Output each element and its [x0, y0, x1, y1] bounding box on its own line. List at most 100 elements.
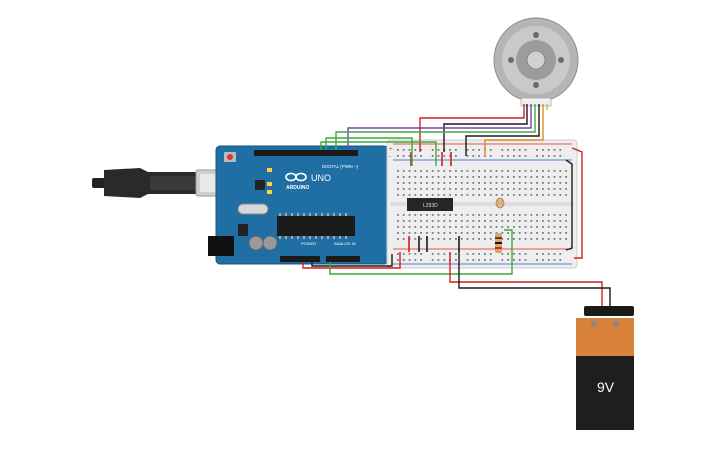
breadboard-hole[interactable]: [455, 194, 457, 196]
breadboard-hole[interactable]: [489, 188, 492, 190]
breadboard-hole[interactable]: [397, 188, 399, 190]
breadboard-hole[interactable]: [420, 232, 422, 234]
breadboard-hole[interactable]: [437, 176, 440, 178]
breadboard-hole[interactable]: [547, 226, 550, 228]
breadboard-hole[interactable]: [495, 226, 498, 228]
breadboard-hole[interactable]: [542, 238, 544, 240]
rail-hole[interactable]: [559, 149, 562, 151]
breadboard-hole[interactable]: [437, 226, 440, 228]
breadboard-hole[interactable]: [420, 188, 422, 190]
breadboard-hole[interactable]: [530, 188, 533, 190]
rail-hole[interactable]: [466, 149, 469, 151]
breadboard-hole[interactable]: [495, 170, 498, 172]
rail-hole[interactable]: [536, 253, 538, 255]
breadboard-hole[interactable]: [501, 214, 504, 216]
breadboard-hole[interactable]: [559, 182, 562, 184]
breadboard[interactable]: + -: [386, 139, 578, 269]
rail-hole[interactable]: [524, 155, 527, 157]
breadboard-hole[interactable]: [402, 188, 405, 190]
breadboard-hole[interactable]: [559, 226, 562, 228]
breadboard-hole[interactable]: [536, 182, 538, 184]
breadboard-hole[interactable]: [455, 220, 457, 222]
rail-hole[interactable]: [402, 149, 405, 151]
rail-hole[interactable]: [536, 259, 538, 261]
breadboard-hole[interactable]: [547, 214, 550, 216]
breadboard-hole[interactable]: [472, 194, 475, 196]
breadboard-hole[interactable]: [495, 220, 498, 222]
rail-hole[interactable]: [524, 259, 527, 261]
breadboard-hole[interactable]: [397, 194, 399, 196]
breadboard-hole[interactable]: [408, 194, 411, 196]
breadboard-hole[interactable]: [489, 176, 492, 178]
breadboard-hole[interactable]: [466, 238, 469, 240]
breadboard-hole[interactable]: [518, 226, 521, 228]
breadboard-hole[interactable]: [455, 176, 457, 178]
breadboard-hole[interactable]: [553, 182, 556, 184]
breadboard-hole[interactable]: [530, 176, 533, 178]
rail-hole[interactable]: [449, 155, 451, 157]
breadboard-hole[interactable]: [524, 182, 527, 184]
breadboard-hole[interactable]: [431, 170, 434, 172]
breadboard-hole[interactable]: [536, 238, 538, 240]
rail-hole[interactable]: [402, 155, 405, 157]
breadboard-hole[interactable]: [530, 214, 533, 216]
photoresistor[interactable]: [495, 197, 505, 209]
rail-hole[interactable]: [397, 259, 399, 261]
breadboard-hole[interactable]: [466, 170, 469, 172]
breadboard-hole[interactable]: [530, 238, 533, 240]
rail-hole[interactable]: [408, 259, 411, 261]
rail-hole[interactable]: [397, 155, 399, 157]
breadboard-hole[interactable]: [466, 194, 469, 196]
breadboard-hole[interactable]: [524, 220, 527, 222]
breadboard-hole[interactable]: [553, 194, 556, 196]
breadboard-hole[interactable]: [484, 176, 486, 178]
breadboard-hole[interactable]: [536, 176, 538, 178]
breadboard-hole[interactable]: [484, 194, 486, 196]
breadboard-hole[interactable]: [472, 226, 475, 228]
breadboard-hole[interactable]: [495, 182, 498, 184]
breadboard-hole[interactable]: [501, 238, 504, 240]
breadboard-hole[interactable]: [553, 226, 556, 228]
breadboard-hole[interactable]: [443, 182, 446, 184]
breadboard-hole[interactable]: [437, 188, 440, 190]
breadboard-hole[interactable]: [478, 232, 480, 234]
breadboard-hole[interactable]: [466, 214, 469, 216]
breadboard-hole[interactable]: [449, 226, 451, 228]
breadboard-hole[interactable]: [431, 182, 434, 184]
breadboard-hole[interactable]: [507, 176, 509, 178]
rail-hole[interactable]: [408, 155, 411, 157]
breadboard-hole[interactable]: [466, 226, 469, 228]
breadboard-hole[interactable]: [420, 214, 422, 216]
breadboard-hole[interactable]: [547, 232, 550, 234]
breadboard-hole[interactable]: [437, 194, 440, 196]
rail-hole[interactable]: [513, 149, 515, 151]
rail-hole[interactable]: [420, 155, 422, 157]
rail-hole[interactable]: [547, 259, 550, 261]
rail-hole[interactable]: [513, 253, 515, 255]
breadboard-hole[interactable]: [402, 170, 405, 172]
breadboard-hole[interactable]: [431, 238, 434, 240]
rail-hole[interactable]: [449, 149, 451, 151]
breadboard-hole[interactable]: [565, 220, 567, 222]
breadboard-hole[interactable]: [466, 176, 469, 178]
breadboard-hole[interactable]: [472, 182, 475, 184]
breadboard-hole[interactable]: [449, 238, 451, 240]
breadboard-hole[interactable]: [420, 194, 422, 196]
rail-hole[interactable]: [484, 259, 486, 261]
rail-hole[interactable]: [472, 155, 475, 157]
breadboard-hole[interactable]: [507, 238, 509, 240]
breadboard-hole[interactable]: [495, 232, 498, 234]
breadboard-hole[interactable]: [524, 188, 527, 190]
rail-hole[interactable]: [507, 259, 509, 261]
breadboard-hole[interactable]: [484, 170, 486, 172]
breadboard-hole[interactable]: [397, 176, 399, 178]
rail-hole[interactable]: [501, 149, 504, 151]
rail-hole[interactable]: [547, 149, 550, 151]
breadboard-hole[interactable]: [455, 182, 457, 184]
rail-hole[interactable]: [408, 149, 411, 151]
rail-hole[interactable]: [431, 149, 434, 151]
breadboard-hole[interactable]: [414, 182, 417, 184]
battery-9v[interactable]: 9V: [576, 306, 634, 430]
breadboard-hole[interactable]: [414, 226, 417, 228]
breadboard-hole[interactable]: [402, 238, 405, 240]
